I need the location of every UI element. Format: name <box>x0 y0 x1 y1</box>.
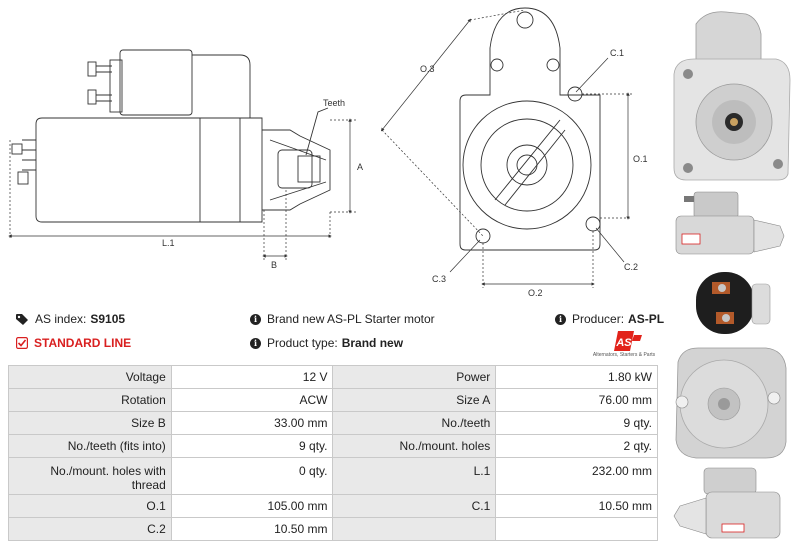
spec-label: Power <box>332 365 497 389</box>
spec-label: No./teeth <box>332 411 497 435</box>
spec-value: 10.50 mm <box>495 494 658 518</box>
product-type-value: Brand new <box>341 336 404 350</box>
description-text: Brand new AS-PL Starter motor <box>267 312 435 326</box>
as-index-value: S9105 <box>90 312 126 326</box>
spec-value: 1.80 kW <box>495 365 658 389</box>
table-row: No./teeth (fits into) 9 qty. No./mount. … <box>8 434 658 458</box>
spec-value: 0 qty. <box>170 457 334 495</box>
spec-value: 232.00 mm <box>495 457 658 495</box>
table-row: C.2 10.50 mm <box>8 517 658 541</box>
spec-label: No./mount. holes with thread <box>8 457 172 495</box>
spec-value: 9 qty. <box>495 411 658 435</box>
product-type: i Product type: Brand new <box>250 336 403 350</box>
technical-drawing: Teeth A L.1 B O.3 C.1 <box>8 7 648 298</box>
spec-label: Size B <box>8 411 172 435</box>
logo-mark: AS <box>615 337 632 349</box>
table-row: No./mount. holes with thread 0 qty. L.1 … <box>8 457 658 495</box>
spec-value: 2 qty. <box>495 434 658 458</box>
spec-label: C.2 <box>8 517 172 541</box>
spec-value: 76.00 mm <box>495 388 658 412</box>
spec-value: 10.50 mm <box>170 517 334 541</box>
product-photo-top[interactable] <box>666 268 796 338</box>
logo-tagline: Alternators, Starters & Parts <box>592 352 656 358</box>
spec-label <box>332 517 497 541</box>
spec-label: C.1 <box>332 494 497 518</box>
label-o3: O.3 <box>420 64 435 74</box>
spec-label: Voltage <box>8 365 172 389</box>
spec-value: 33.00 mm <box>170 411 334 435</box>
producer: i Producer: AS-PL <box>555 312 664 326</box>
spec-value: 9 qty. <box>170 434 334 458</box>
spec-label: Rotation <box>8 388 172 412</box>
spec-label: Size A <box>332 388 497 412</box>
table-row: O.1 105.00 mm C.1 10.50 mm <box>8 494 658 518</box>
product-photo-side[interactable] <box>666 186 796 264</box>
label-c2: C.2 <box>624 262 638 272</box>
spec-label: No./mount. holes <box>332 434 497 458</box>
side-view <box>11 49 331 223</box>
spec-label: No./teeth (fits into) <box>8 434 172 458</box>
producer-value: AS-PL <box>628 312 665 326</box>
product-photo-front[interactable] <box>666 4 796 182</box>
as-index: AS index: S9105 <box>16 312 125 326</box>
standard-line: STANDARD LINE <box>16 336 131 350</box>
product-thumbnails <box>662 0 800 550</box>
table-row: Size B 33.00 mm No./teeth 9 qty. <box>8 411 658 435</box>
spec-value: ACW <box>170 388 334 412</box>
spec-label: O.1 <box>8 494 172 518</box>
product-type-label: Product type: <box>267 336 338 350</box>
specs-table: Voltage 12 V Power 1.80 kW Rotation ACW … <box>8 365 658 541</box>
product-photo-angle[interactable] <box>666 464 796 548</box>
tag-icon <box>16 313 28 325</box>
label-teeth: Teeth <box>323 98 345 108</box>
spec-value <box>495 517 658 541</box>
info-circle-icon: i <box>250 313 261 325</box>
label-o2: O.2 <box>528 288 543 298</box>
front-view <box>459 7 601 251</box>
table-row: Voltage 12 V Power 1.80 kW <box>8 365 658 389</box>
spec-label: L.1 <box>332 457 497 495</box>
spec-value: 105.00 mm <box>170 494 334 518</box>
check-square-icon <box>16 337 28 349</box>
label-b: B <box>271 260 277 270</box>
label-c1: C.1 <box>610 48 624 58</box>
description: i Brand new AS-PL Starter motor <box>250 312 435 326</box>
label-c3: C.3 <box>432 274 446 284</box>
standard-line-label: STANDARD LINE <box>34 336 132 350</box>
producer-logo: AS <box>614 331 642 351</box>
spec-value: 12 V <box>170 365 334 389</box>
label-l1: L.1 <box>162 238 175 248</box>
table-row: Rotation ACW Size A 76.00 mm <box>8 388 658 412</box>
info-circle-icon: i <box>250 337 261 349</box>
label-o1: O.1 <box>633 154 648 164</box>
label-a: A <box>357 162 363 172</box>
info-circle-icon: i <box>555 313 566 325</box>
product-photo-flange[interactable] <box>666 342 796 462</box>
producer-label: Producer: <box>572 312 625 326</box>
as-index-label: AS index: <box>35 312 87 326</box>
